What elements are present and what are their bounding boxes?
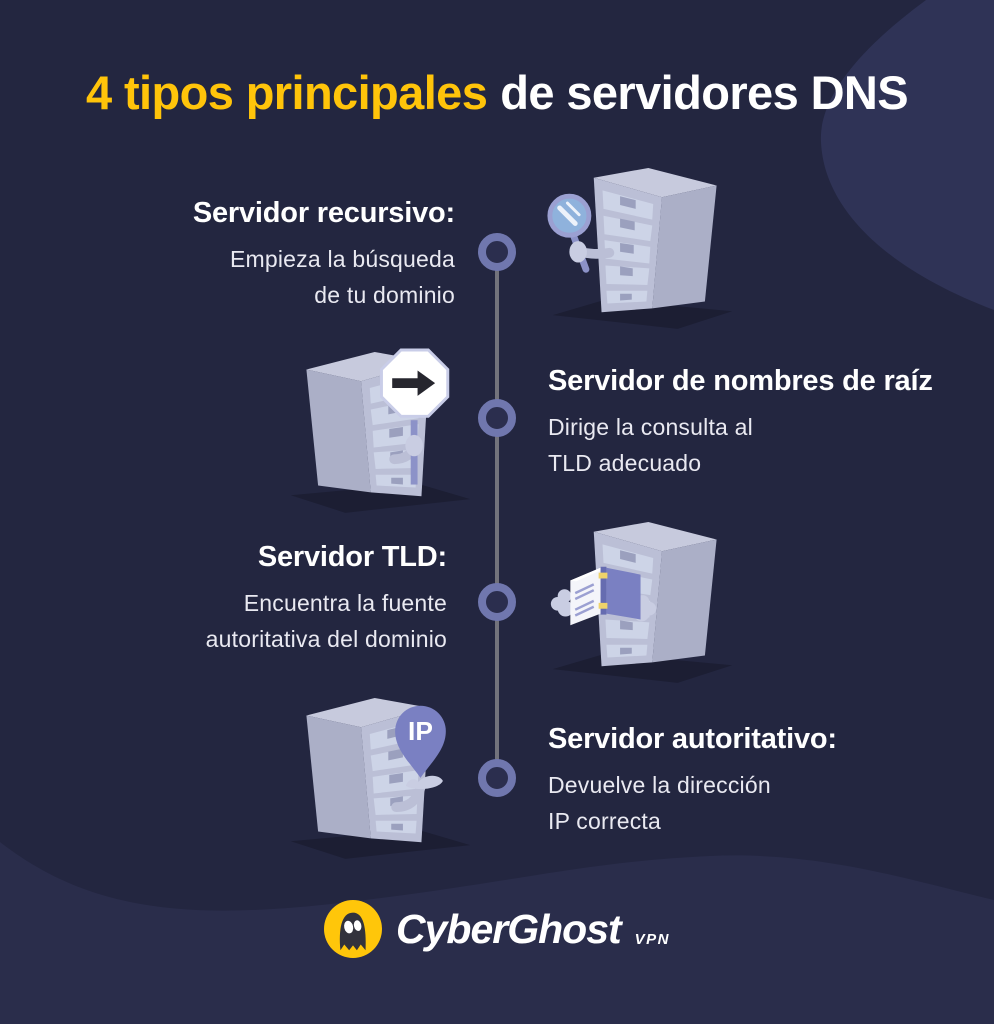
server-with-direction-sign-illustration: [290, 348, 471, 513]
timeline-node-2: [478, 399, 516, 437]
page-title-rest: de servidores DNS: [500, 66, 909, 119]
section-body-line: TLD adecuado: [548, 449, 702, 476]
cyberghost-logo-icon: [324, 900, 382, 958]
timeline-line: [495, 252, 499, 778]
section-heading: Servidor de nombres de raíz: [548, 365, 933, 397]
page-title-highlight: 4 tipos principales: [85, 66, 488, 119]
magnifier-icon: [547, 193, 615, 273]
section-body-line: Empieza la búsqueda: [229, 245, 455, 272]
section-heading: Servidor TLD:: [257, 541, 447, 573]
top-right-blob: [820, 0, 994, 310]
brand-suffix: VPN: [634, 931, 670, 948]
section-body-line: de tu dominio: [314, 281, 455, 308]
section-body-line: Devuelve la dirección: [548, 771, 771, 798]
brand-footer: CyberGhost VPN: [0, 900, 994, 958]
timeline-node-1: [478, 233, 516, 271]
ip-pin-icon: IP: [391, 705, 446, 813]
section-recursive-server: Servidor recursivo: Empieza la búsqueda …: [193, 196, 455, 313]
server-with-magnifier-illustration: [547, 167, 733, 329]
direction-sign-icon: [380, 348, 450, 485]
bottom-wave: [0, 842, 994, 1024]
section-root-name-server: Servidor de nombres de raíz Dirige la co…: [548, 364, 933, 481]
ip-pin-label: IP: [408, 716, 433, 746]
section-body-line: IP correcta: [548, 807, 661, 834]
section-body-line: autoritativa del dominio: [205, 625, 447, 652]
timeline-node-4: [478, 759, 516, 797]
section-body-line: Encuentra la fuente: [243, 589, 447, 616]
section-heading: Servidor autoritativo:: [548, 723, 837, 755]
section-tld-server: Servidor TLD: Encuentra la fuente autori…: [205, 540, 448, 657]
server-with-ip-pin-illustration: IP: [290, 697, 471, 859]
timeline-node-3: [478, 583, 516, 621]
server-with-book-illustration: [550, 521, 733, 683]
arrow-right-icon: [392, 370, 436, 396]
book-icon: [550, 566, 657, 626]
brand-wordmark: CyberGhost: [396, 905, 622, 952]
section-body-line: Dirige la consulta al: [548, 413, 753, 440]
section-authoritative-server: Servidor autoritativo: Devuelve la direc…: [548, 722, 837, 839]
section-heading: Servidor recursivo:: [192, 197, 455, 229]
